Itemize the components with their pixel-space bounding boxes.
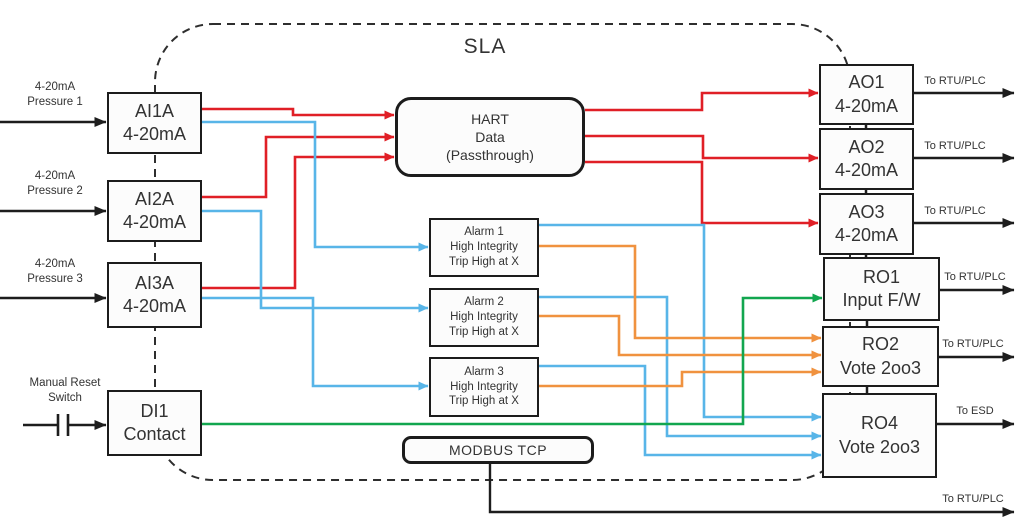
ro4-out-label-line: To ESD (956, 405, 994, 417)
pressure3-label-line: Pressure 3 (27, 273, 83, 286)
node-hart-line: (Passthrough) (446, 147, 534, 164)
node-alarm1-line: Trip High at X (449, 255, 519, 268)
wire-hart-to-ao2 (585, 134, 819, 163)
wire-alarm3-to-ro2 (539, 367, 822, 388)
modbus-out-label: To RTU/PLC (931, 492, 1015, 507)
node-ai2a-line: 4-20mA (122, 212, 187, 232)
ro2-out-label-line: To RTU/PLC (942, 338, 1004, 350)
pressure2-label: 4-20mA Pressure 2 (8, 169, 102, 200)
wire-alarm1-to-ro4 (539, 223, 822, 422)
pressure1-label-line: Pressure 1 (27, 96, 83, 109)
ro4-out-label: To ESD (938, 404, 1012, 419)
node-modbus: MODBUS TCP (402, 436, 594, 464)
wire-alarm2-to-ro2 (539, 314, 822, 360)
node-ro1-line: Input F/W (842, 290, 921, 310)
node-ai1a-line: AI1A (134, 100, 175, 121)
node-ao2: AO2 4-20mA (819, 128, 914, 190)
node-ro2-line: Vote 2oo3 (839, 357, 922, 378)
wire-modbus-out (488, 463, 1015, 517)
node-modbus-line: MODBUS TCP (448, 441, 548, 458)
node-ai3a-line: AI3A (134, 272, 175, 293)
ao1-out-label-line: To RTU/PLC (924, 75, 986, 87)
node-ao2-line: AO2 (848, 136, 885, 157)
node-ao2-line: 4-20mA (834, 160, 899, 180)
node-alarm2-line: Trip High at X (449, 325, 519, 338)
ao1-out-label: To RTU/PLC (912, 74, 998, 89)
modbus-out-label-line: To RTU/PLC (942, 493, 1004, 505)
node-ro4-line: RO4 (860, 413, 898, 434)
ao2-out-label: To RTU/PLC (912, 139, 998, 154)
pressure3-label: 4-20mA Pressure 3 (8, 257, 102, 288)
node-ao3-line: 4-20mA (834, 225, 899, 245)
ao3-out-label-line: To RTU/PLC (924, 205, 986, 217)
node-alarm2-line: Alarm 2 (464, 296, 504, 309)
node-alarm1-line: Alarm 1 (464, 226, 504, 239)
wire-ai2a-to-alarm2 (202, 209, 429, 313)
wire-alarm1-to-ro2 (539, 244, 822, 343)
node-ai3a-line: 4-20mA (122, 296, 187, 316)
manual-reset-label-line: Switch (48, 392, 82, 405)
node-di1-line: Contact (123, 424, 186, 444)
node-hart-line: HART (471, 110, 509, 127)
node-di1-line: DI1 (140, 400, 169, 421)
pressure1-label: 4-20mA Pressure 1 (8, 80, 102, 111)
wire-hart-to-ao1 (585, 88, 819, 112)
wire-ai1a-to-hart (202, 107, 395, 120)
node-ro1-line: RO1 (862, 266, 900, 287)
node-ro4-line: Vote 2oo3 (838, 436, 921, 457)
node-alarm1-line: High Integrity (450, 241, 518, 254)
node-ao3: AO3 4-20mA (819, 193, 914, 255)
ro1-out-label: To RTU/PLC (933, 270, 1017, 285)
wire-alarm2-to-ro4 (539, 295, 822, 441)
node-hart-line: Data (475, 128, 505, 145)
node-ai2a-line: AI2A (134, 188, 175, 209)
node-ai2a: AI2A 4-20mA (107, 180, 202, 242)
ro2-out-label: To RTU/PLC (931, 337, 1015, 352)
pressure3-label-line: 4-20mA (34, 258, 76, 270)
wire-di1-to-ro1 (202, 293, 823, 426)
node-ro2-line: RO2 (861, 334, 899, 355)
ao3-out-label: To RTU/PLC (912, 204, 998, 219)
node-alarm3-line: Alarm 3 (464, 365, 504, 378)
sla-title: SLA (450, 33, 520, 61)
pressure2-label-line: Pressure 2 (27, 185, 83, 198)
node-ao3-line: AO3 (848, 201, 885, 222)
pressure2-label-line: 4-20mA (34, 170, 76, 182)
node-ai3a: AI3A 4-20mA (107, 262, 202, 328)
node-ao1-line: 4-20mA (834, 95, 899, 116)
wire-ai1a-to-alarm1 (202, 120, 429, 252)
wire-alarm3-to-ro4 (539, 364, 822, 460)
wire-ai2a-to-hart (202, 132, 395, 199)
wire-hart-to-ao3 (585, 160, 819, 228)
node-alarm3-line: Trip High at X (449, 395, 519, 408)
node-ai1a: AI1A 4-20mA (107, 92, 202, 154)
pressure1-label-line: 4-20mA (34, 81, 76, 93)
node-ai1a-line: 4-20mA (122, 124, 187, 144)
sla-boundary-dashed (154, 23, 851, 481)
wire-ai3a-to-alarm3 (202, 296, 429, 391)
node-alarm3-line: High Integrity (450, 380, 518, 393)
wire-ai3a-to-hart (202, 152, 395, 290)
node-alarm2-line: High Integrity (450, 311, 518, 324)
sla-title-line: SLA (463, 35, 507, 58)
node-ao1-line: AO1 (848, 72, 885, 93)
ao2-out-label-line: To RTU/PLC (924, 140, 986, 152)
manual-reset-label-line: Manual Reset (29, 377, 101, 389)
ro1-out-label-line: To RTU/PLC (944, 271, 1006, 283)
